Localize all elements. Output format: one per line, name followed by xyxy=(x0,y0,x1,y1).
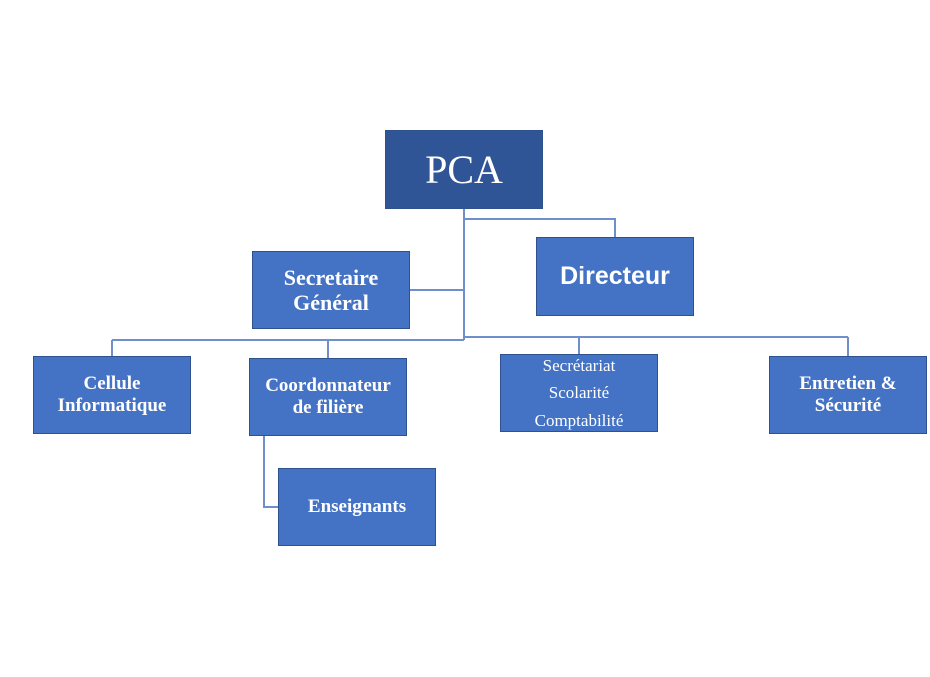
secretariat-box: Secrétariat Scolarité Comptabilité xyxy=(500,354,658,432)
directeur-label: Directeur xyxy=(560,262,670,291)
directeur-box: Directeur xyxy=(536,237,694,316)
enseignants-box: Enseignants xyxy=(278,468,436,546)
coordonnateur-line-2: de filière xyxy=(292,397,364,418)
secretaire-general-box: Secretaire Général xyxy=(252,251,410,329)
enseignants-label: Enseignants xyxy=(307,496,407,518)
secretaire-general-line-1: Secretaire xyxy=(283,264,379,290)
coordonnateur-box: Coordonnateur de filière xyxy=(249,358,407,436)
coordonnateur-line-1: Coordonnateur xyxy=(265,375,391,397)
entretien-securite-line-2: Sécurité xyxy=(814,395,882,416)
secretariat-line-2: Scolarité xyxy=(548,383,610,403)
pca-label: PCA xyxy=(425,146,503,192)
secretariat-line-3: Comptabilité xyxy=(534,410,624,430)
entretien-securite-line-1: Entretien & xyxy=(799,373,897,395)
cellule-informatique-box: Cellule Informatique xyxy=(33,356,191,434)
cellule-informatique-line-1: Cellule xyxy=(83,373,141,395)
connector-pca-directeur xyxy=(464,218,616,237)
secretariat-line-1: Secrétariat xyxy=(542,356,616,376)
entretien-securite-box: Entretien & Sécurité xyxy=(769,356,927,434)
connector-coord-enseignants xyxy=(263,436,278,508)
secretaire-general-line-2: Général xyxy=(293,290,369,315)
pca-box: PCA xyxy=(385,130,543,209)
cellule-informatique-line-2: Informatique xyxy=(57,395,167,416)
